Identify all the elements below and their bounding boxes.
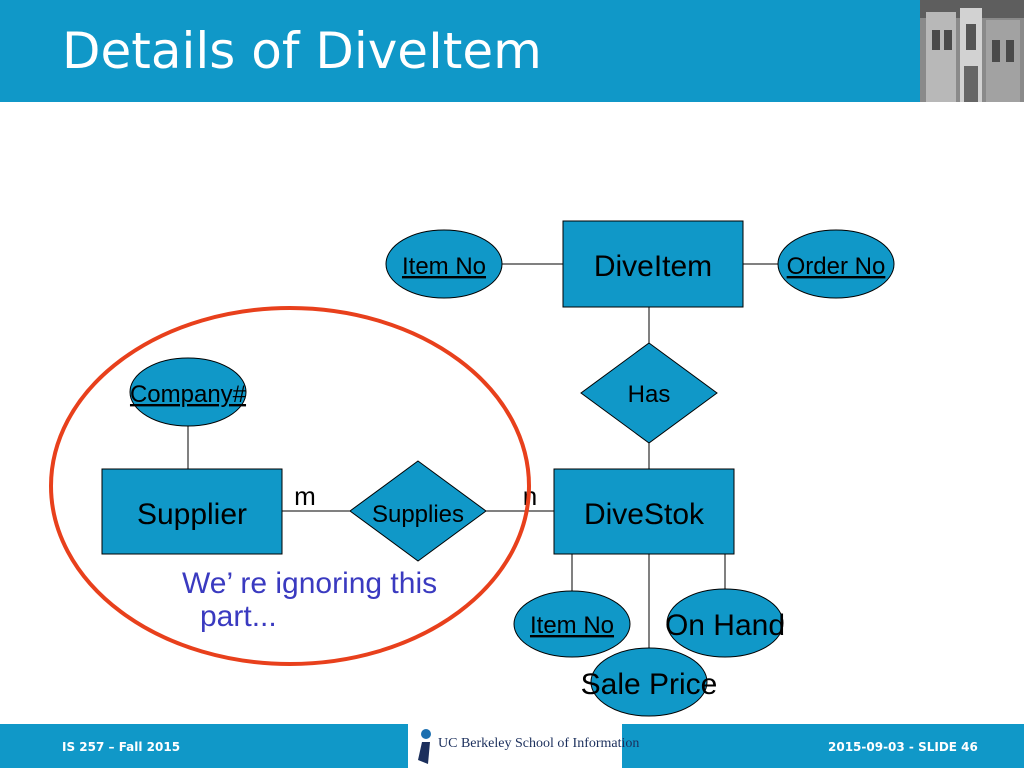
note-text-line1: We’ re ignoring this [182,567,437,600]
attribute-order-no [777,229,895,299]
attribute-order-no-label: Order No [787,253,886,280]
ignored-section-highlight [49,306,531,666]
school-logo: UC Berkeley School of Information [408,724,639,768]
school-logo-icon [418,729,431,764]
relationship-has-label: Has [628,381,671,408]
entity-divestok-label: DiveStok [584,498,705,531]
attribute-sale-price [590,647,708,717]
building-photo [920,0,1024,102]
entity-supplier [101,468,283,555]
entity-supplier-label: Supplier [137,498,247,531]
relationship-supplies-label: Supplies [372,501,464,528]
entity-diveitem-label: DiveItem [594,250,712,283]
note-text-line2: part... [200,600,277,633]
attribute-company-no-label: Company# [130,381,247,408]
relationship-supplies [349,460,487,562]
attribute-on-hand [666,588,784,658]
attribute-item-no-top [385,229,503,299]
attribute-company-no [129,357,247,427]
attribute-item-no-bottom-label: Item No [530,612,614,639]
connector-lines [187,263,778,650]
footer-date-slide: 2015-09-03 - SLIDE 46 [828,740,978,754]
attribute-item-no-top-label: Item No [402,253,486,280]
attribute-on-hand-label: On Hand [665,609,785,642]
entity-diveitem [562,220,744,308]
attribute-item-no-bottom [513,590,631,658]
school-logo-text: UC Berkeley School of Information [438,736,640,751]
footer-course: IS 257 – Fall 2015 [62,740,181,754]
cardinality-m: m [294,481,316,511]
slide-title: Details of DiveItem [62,22,542,80]
attribute-sale-price-label: Sale Price [581,668,718,701]
entity-divestok [553,468,735,555]
relationship-has [580,342,718,444]
slide-header [0,0,1024,102]
